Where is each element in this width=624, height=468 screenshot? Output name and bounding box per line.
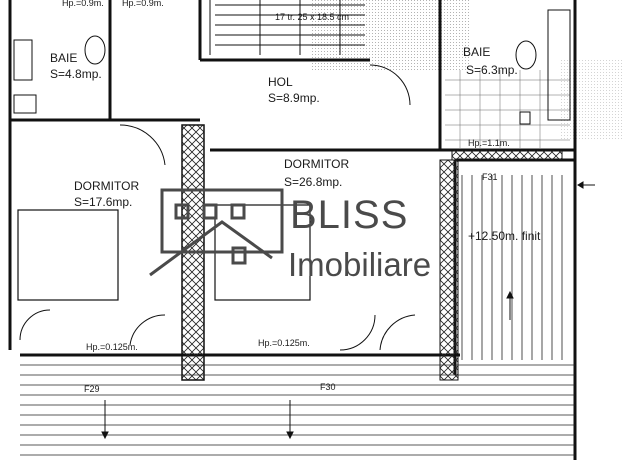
hp-top-right: Hp.=1.1m. — [468, 138, 510, 148]
top-label-1: Hp.=0.9m. — [122, 0, 164, 8]
room-dormitor-center-area: S=26.8mp. — [284, 175, 342, 189]
hp-left: Hp.=0.125m. — [86, 342, 138, 352]
balcony-decking — [20, 175, 575, 456]
bath-tiles — [445, 70, 570, 148]
bed-left — [17, 209, 119, 301]
room-dormitor-left-area: S=17.6mp. — [74, 195, 132, 209]
room-dormitor-center-name: DORMITOR — [284, 157, 349, 171]
room-baie-right-area: S=6.3mp. — [466, 63, 518, 77]
stair-label: 17 tr. 25 x 18.5 cm — [275, 12, 349, 22]
toilet-right — [515, 40, 537, 70]
stairs — [209, 0, 365, 55]
logo-sub: Imobiliare — [288, 246, 431, 283]
hatched-wall-right — [439, 159, 459, 381]
f29-label: F29 — [84, 384, 100, 394]
top-label-0: Hp.=0.9m. — [62, 0, 104, 8]
f31-label: F31 — [482, 172, 498, 182]
bathtub-left — [13, 39, 33, 81]
bathtub-right — [547, 9, 571, 121]
room-baie-left-area: S=4.8mp. — [50, 67, 102, 81]
room-baie-right-name: BAIE — [463, 45, 490, 59]
scan-noise-right — [560, 60, 624, 140]
room-baie-left-name: BAIE — [50, 51, 77, 65]
house-logo-icon — [149, 188, 284, 277]
f30-label: F30 — [320, 382, 336, 392]
fixture-box — [519, 111, 531, 125]
hatched-wall-top — [451, 149, 563, 161]
hp-center: Hp.=0.125m. — [258, 338, 310, 348]
room-hol-name: HOL — [268, 75, 293, 89]
toilet-left — [84, 35, 106, 65]
logo-brand: BLISS — [290, 193, 408, 237]
room-dormitor-left-name: DORMITOR — [74, 179, 139, 193]
slope-arrows — [101, 181, 595, 440]
room-hol-area: S=8.9mp. — [268, 91, 320, 105]
bliss-logo: BLISS Imobiliare — [149, 188, 431, 283]
door-swings — [19, 64, 416, 351]
sink-left — [13, 94, 37, 114]
level-label: +12.50m. finit — [468, 229, 541, 243]
